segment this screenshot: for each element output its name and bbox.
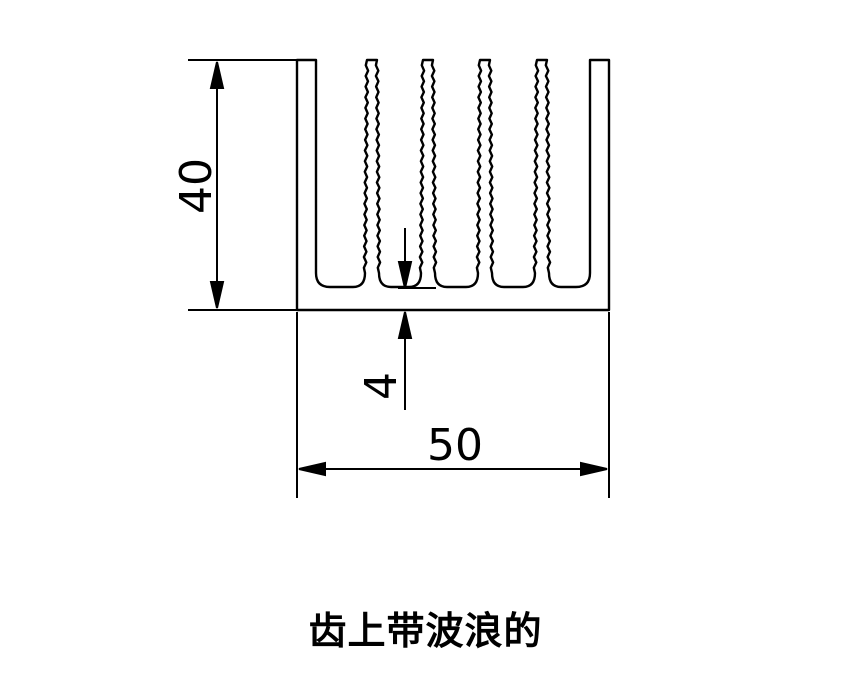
width-arrow-left [298,461,326,477]
width-dimension-label: 50 [427,420,483,471]
thickness-dimension [397,228,436,410]
height-dimension-label: 40 [171,158,222,214]
height-arrow-top [209,61,225,89]
height-arrow-bottom [209,281,225,309]
thickness-arrow-down [397,261,413,289]
height-dimension [188,59,300,311]
thickness-dimension-label: 4 [356,372,407,400]
width-dimension [296,312,610,498]
drawing-caption: 齿上带波浪的 [308,609,543,653]
heatsink-outline [295,58,611,312]
width-arrow-right [580,461,608,477]
thickness-arrow-up [397,311,413,339]
heatsink-profile [295,58,611,312]
